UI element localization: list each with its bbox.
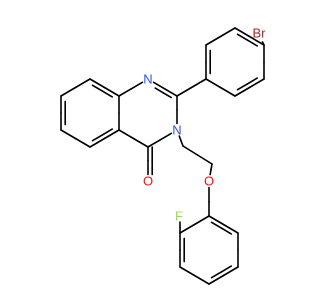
atom-label-n3: N — [172, 123, 181, 138]
bond-ch2b-o_ether — [210, 163, 213, 171]
bond-f1-f2 — [220, 227, 233, 235]
bond-n1-c2q — [164, 88, 178, 97]
bond-n3-ch2a — [178, 135, 182, 142]
bond-c2-c3 — [60, 129, 77, 140]
bond-c2q-p1 — [176, 86, 193, 97]
atom-label-fluorine: F — [175, 209, 183, 224]
bond-c5-c6 — [101, 90, 114, 98]
bond-c2-c3 — [74, 137, 91, 148]
bond-n1-c2q — [154, 87, 164, 94]
bond-p3-p4 — [246, 39, 259, 47]
bond-f4-f5 — [193, 274, 210, 285]
bond-c4q-c4 — [118, 129, 135, 140]
bond-f1-f2 — [222, 223, 239, 234]
bond-c5-n1 — [129, 81, 144, 90]
bond-p3-p4 — [236, 33, 249, 41]
bond-n1-c2q — [162, 91, 172, 99]
bond-f3-f4 — [210, 271, 223, 279]
bond-c3-c4 — [101, 128, 114, 136]
bond-c5-c6 — [89, 78, 106, 89]
bond-p3-p4 — [248, 35, 265, 46]
bond-p5-p6 — [248, 78, 265, 89]
bond-p3-p4 — [234, 27, 251, 38]
bond-c2q-p1 — [190, 78, 207, 89]
bond-ch2a-ch2b — [182, 145, 199, 156]
bond-c6-c1 — [74, 78, 91, 89]
bond-c6-c1 — [60, 86, 77, 97]
bond-f3-f4 — [220, 265, 233, 273]
bond-p6-p1 — [205, 78, 222, 89]
bond-f3-f4 — [208, 274, 225, 285]
bond-p2-p3 — [219, 27, 236, 38]
bond-ch2a-ch2b — [196, 154, 213, 165]
bond-n3-c4q — [147, 139, 161, 148]
atom-label-bromine: Br — [253, 26, 267, 41]
bond-c3-c4 — [91, 134, 104, 142]
atom-label-n1: N — [143, 72, 152, 87]
bond-p5-p6 — [234, 86, 251, 97]
bond-p2-p3 — [205, 35, 222, 46]
bond-p4-br — [261, 41, 265, 45]
bond-n3-c4q — [158, 132, 173, 141]
bond-c5-n1 — [118, 88, 132, 97]
bond-n1-c2q — [152, 81, 167, 90]
bond-f6-f1 — [179, 223, 196, 234]
bond-c5-c6 — [91, 84, 104, 92]
bond-n3-ch2a — [180, 140, 184, 147]
bond-f6-f1 — [193, 215, 210, 226]
atom-label-layer: N N O O F Br — [143, 26, 266, 224]
atom-label-carbonyl-oxygen: O — [143, 174, 153, 189]
bond-p5-p6 — [236, 83, 249, 91]
bond-c5-c6 — [103, 86, 120, 97]
bond-ch2b-o_ether — [209, 168, 212, 176]
bond-f1-f2 — [210, 221, 223, 229]
bond-f3-f4 — [222, 266, 239, 277]
molecule-structure: N N O O F Br — [60, 26, 266, 285]
bond-f4-f5 — [179, 266, 196, 277]
bond-p5-p6 — [246, 77, 259, 85]
bond-c4q-c4 — [132, 137, 149, 148]
atom-label-ether-oxygen: O — [204, 174, 214, 189]
bond-layer — [60, 27, 265, 285]
bond-p6-p1 — [219, 86, 236, 97]
bond-c3-c4 — [89, 137, 106, 148]
bond-c3-c4 — [103, 129, 120, 140]
bond-f1-f2 — [208, 215, 225, 226]
